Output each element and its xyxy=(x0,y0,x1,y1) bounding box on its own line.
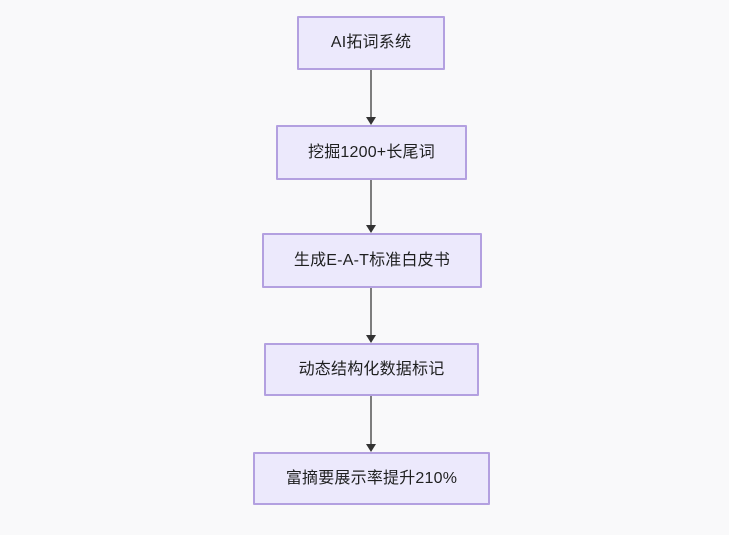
edge-node2-to-node3 xyxy=(366,180,376,233)
edge-node3-to-node4 xyxy=(366,288,376,343)
flow-node-label: 动态结构化数据标记 xyxy=(298,360,445,378)
flow-node-label: AI拓词系统 xyxy=(330,34,412,52)
edge-node4-to-node5 xyxy=(366,396,376,452)
flow-node-label: 生成E-A-T标准白皮书 xyxy=(293,251,451,269)
edge-shaft xyxy=(370,180,372,226)
flow-node-rich-snippet-impression-lift[interactable]: 富摘要展示率提升210% xyxy=(253,452,490,505)
flow-node-ai-keyword-expansion-system[interactable]: AI拓词系统 xyxy=(297,16,445,70)
edge-shaft xyxy=(370,70,372,118)
edge-node1-to-node2 xyxy=(366,70,376,125)
arrowhead-icon xyxy=(366,444,376,452)
arrowhead-icon xyxy=(366,117,376,125)
arrowhead-icon xyxy=(366,225,376,233)
edge-shaft xyxy=(370,396,372,445)
flow-node-label: 挖掘1200+长尾词 xyxy=(308,143,435,161)
flow-node-generate-eat-whitepaper[interactable]: 生成E-A-T标准白皮书 xyxy=(262,233,482,288)
arrowhead-icon xyxy=(366,335,376,343)
edge-shaft xyxy=(370,288,372,336)
flow-node-mine-longtail-keywords[interactable]: 挖掘1200+长尾词 xyxy=(276,125,467,180)
flow-node-label: 富摘要展示率提升210% xyxy=(285,469,458,487)
flow-node-dynamic-structured-data-markup[interactable]: 动态结构化数据标记 xyxy=(264,343,479,396)
